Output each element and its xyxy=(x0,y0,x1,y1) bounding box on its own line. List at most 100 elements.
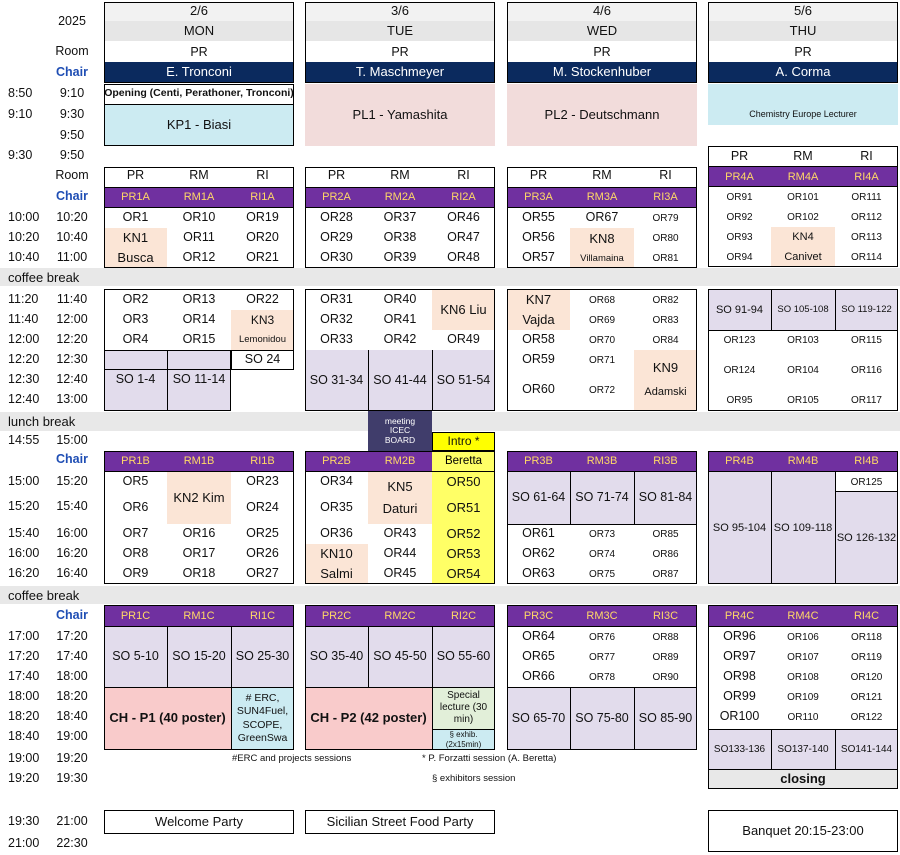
kn4-session-line-1: KN4 xyxy=(792,230,814,243)
time-1930-end: 21:00 xyxy=(56,814,88,829)
banquet: Banquet 20:15-23:00 xyxy=(742,822,864,838)
talk: OR85 xyxy=(652,528,679,540)
time-1240-start: 12:40 xyxy=(8,392,40,407)
time-1620-start: 16:20 xyxy=(8,566,40,581)
time-1540-start: 15:40 xyxy=(8,526,40,541)
talk: OR23 xyxy=(246,474,279,489)
time-1800-end: 18:20 xyxy=(56,689,88,704)
time-1000-end: 10:20 xyxy=(56,210,88,225)
talk: OR65 xyxy=(522,649,555,664)
day-0-room-2: RI xyxy=(256,168,269,183)
time-1900-end: 19:20 xyxy=(56,751,88,766)
talk: OR7 xyxy=(122,526,149,541)
talk: OR59 xyxy=(522,352,555,367)
talk: OR61 xyxy=(522,526,555,541)
talk: OR63 xyxy=(522,566,555,581)
ch-p1-session: CH - P1 (40 poster) xyxy=(104,687,231,750)
talk: OR87 xyxy=(652,568,679,580)
talk: OR124 xyxy=(723,364,756,376)
talk: OR46 xyxy=(447,210,480,225)
kn2-session: KN2 Kim xyxy=(167,472,231,524)
talk: OR112 xyxy=(851,211,882,223)
thu-chair-c-0: PR4C xyxy=(708,606,771,626)
mon-chair-c-2: RI1C xyxy=(231,606,294,626)
talk: OR107 xyxy=(787,651,819,663)
time-1740-end: 18:00 xyxy=(56,669,88,684)
talk: OR72 xyxy=(588,384,616,396)
talk: OR51 xyxy=(432,492,495,524)
talk: OR39 xyxy=(383,250,417,265)
time-0930a-end: 9:50 xyxy=(59,128,85,143)
tue-chair-b-2: Beretta xyxy=(432,451,495,471)
talk: OR1 xyxy=(122,210,149,225)
talk: OR103 xyxy=(787,334,819,346)
time-1840-start: 18:40 xyxy=(8,729,40,744)
talk: OR27 xyxy=(246,566,279,581)
talk: OR118 xyxy=(851,631,882,643)
opening-session: Opening (Centi, Perathoner, Tronconi) xyxy=(104,87,294,100)
talk: OR108 xyxy=(787,671,819,683)
so31-session: SO 31-34 xyxy=(305,350,368,411)
so105-session: SO 105-108 xyxy=(771,290,835,330)
talk: OR90 xyxy=(652,671,679,683)
talk: OR92 xyxy=(726,211,753,223)
time-1040-end: 11:00 xyxy=(56,250,88,265)
day-1-date: 3/6 xyxy=(305,2,495,21)
time-1230-end: 12:40 xyxy=(56,372,88,387)
talk: OR19 xyxy=(246,210,279,225)
so24-session: SO 24 xyxy=(244,352,281,367)
talk: OR101 xyxy=(787,191,819,203)
time-1700-start: 17:00 xyxy=(8,629,40,644)
day-3-room-0: PR xyxy=(730,149,749,164)
talk: OR78 xyxy=(588,671,616,683)
mon-chair-b-0: PR1B xyxy=(104,451,167,471)
street-food-party: Sicilian Street Food Party xyxy=(326,813,474,829)
time-1520-start: 15:20 xyxy=(8,499,40,514)
time-1220-start: 12:20 xyxy=(8,352,40,367)
time-1820-start: 18:20 xyxy=(8,709,40,724)
time-1220-end: 12:30 xyxy=(56,352,88,367)
kn3-session-line-2: Lemonidou xyxy=(238,334,286,346)
lunch-break-label: lunch break xyxy=(8,414,76,429)
talk: OR4 xyxy=(122,332,149,347)
talk: OR10 xyxy=(182,210,216,225)
thu-chair-c-2: RI4C xyxy=(835,606,898,626)
day-3-date: 5/6 xyxy=(708,2,898,21)
time-1240-end: 13:00 xyxy=(56,392,88,407)
talk: OR20 xyxy=(246,230,279,245)
wed-chair-c-0: PR3C xyxy=(507,606,570,626)
so35-session: SO 35-40 xyxy=(305,627,368,687)
tue-chair-b-1: RM2B xyxy=(368,451,432,471)
room-label-2: Room xyxy=(55,168,89,183)
time-1120-start: 11:20 xyxy=(8,292,39,307)
mon-chair-b-2: RI1B xyxy=(231,451,294,471)
talk: OR34 xyxy=(320,474,353,489)
talk: OR88 xyxy=(652,631,679,643)
day-0-room: PR xyxy=(190,44,208,59)
wed-chair-b-2: RI3B xyxy=(634,451,697,471)
tue-chair-c-0: PR2C xyxy=(305,606,368,626)
wed-chair-b-1: RM3B xyxy=(570,451,634,471)
coffee-break-morning xyxy=(0,268,900,286)
time-1720-end: 17:40 xyxy=(56,649,88,664)
coffee-break-afternoon-label: coffee break xyxy=(8,587,80,603)
so141-session: SO141-144 xyxy=(835,729,898,769)
talk: OR79 xyxy=(652,212,679,224)
mon-chair-c-0: PR1C xyxy=(104,606,167,626)
kn10-session-line-2: Salmi xyxy=(320,565,353,581)
so109-session: SO 109-118 xyxy=(771,472,835,584)
erc-note: #ERC and projects sessions xyxy=(232,752,352,764)
talk: OR50 xyxy=(432,472,495,492)
so75-session: SO 75-80 xyxy=(570,687,634,750)
thu-chair-a-0: PR4A xyxy=(708,167,771,187)
talk: OR109 xyxy=(787,691,819,703)
thu-chair-c-1: RM4C xyxy=(771,606,835,626)
talk: OR74 xyxy=(588,548,616,560)
so1-session: SO 1-4 xyxy=(104,350,167,410)
time-1500-end: 15:20 xyxy=(56,474,88,489)
welcome-party: Welcome Party xyxy=(155,813,243,829)
time-1230-start: 12:30 xyxy=(8,372,40,387)
